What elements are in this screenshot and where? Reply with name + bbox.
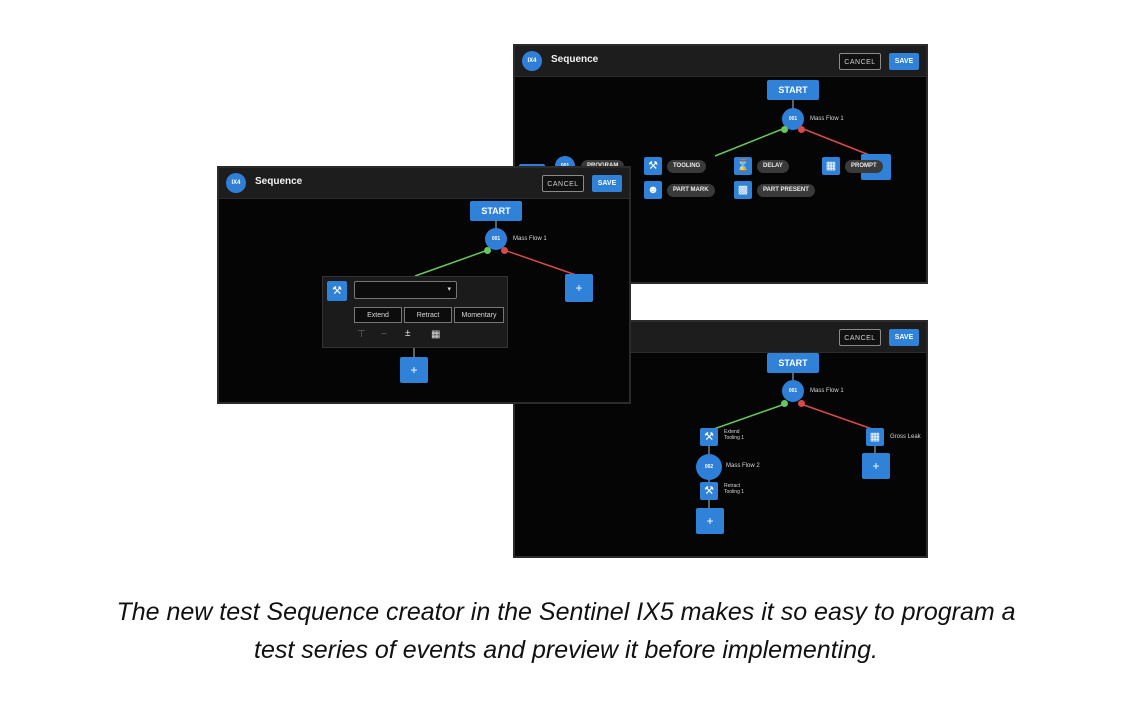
sequence-screenshot-tooling-config: IX4 Sequence CANCEL SAVE START 001 Mass …: [217, 166, 631, 404]
start-node[interactable]: START: [767, 80, 819, 100]
step-action: Extend: [724, 429, 740, 435]
step-retract-tooling: Retract Tooling 1: [724, 483, 744, 495]
option-part-mark[interactable]: PART MARK: [667, 184, 715, 197]
extend-option[interactable]: Extend: [354, 307, 402, 323]
hourglass-icon[interactable]: ⌛: [734, 157, 752, 175]
caption-line-1: The new test Sequence creator in the Sen…: [116, 598, 1016, 626]
node-label: Mass Flow 1: [513, 236, 547, 242]
pass-output-dot[interactable]: [484, 247, 491, 254]
add-step-button[interactable]: +: [400, 357, 428, 383]
connector-lines: [413, 221, 580, 358]
tools-icon[interactable]: ⚒: [700, 482, 718, 500]
start-node[interactable]: START: [767, 353, 819, 373]
caption: The new test Sequence creator in the Sen…: [0, 593, 1132, 669]
tooling-config-panel: ⚒ ▾ Extend Retract Momentary ⊤ − ± ▦: [322, 276, 508, 348]
part-mark-icon[interactable]: ☻: [644, 181, 662, 199]
part-present-icon[interactable]: ▩: [734, 181, 752, 199]
page-title: Sequence: [255, 176, 303, 187]
option-delay[interactable]: DELAY: [757, 160, 789, 173]
delete-icon[interactable]: ▦: [431, 329, 441, 340]
gross-leak-label: Gross Leak: [890, 434, 921, 440]
save-button[interactable]: SAVE: [592, 175, 622, 192]
mass-flow-node-1[interactable]: 001: [782, 380, 804, 402]
plus-minus-icon[interactable]: ±: [405, 328, 411, 339]
cancel-button[interactable]: CANCEL: [542, 175, 584, 192]
page-title: Sequence: [551, 54, 599, 65]
header-bar: IX4 Sequence CANCEL SAVE: [219, 168, 629, 199]
node-label-2: Mass Flow 2: [726, 463, 760, 469]
mass-flow-node[interactable]: 001: [782, 108, 804, 130]
option-part-present[interactable]: PART PRESENT: [757, 184, 815, 197]
option-tooling[interactable]: TOOLING: [667, 160, 707, 173]
tools-icon[interactable]: ⚒: [644, 157, 662, 175]
cancel-button[interactable]: CANCEL: [839, 329, 881, 346]
chevron-down-icon: ▾: [447, 286, 451, 293]
node-label: Mass Flow 1: [810, 116, 844, 122]
option-prompt[interactable]: PROMPT: [845, 160, 883, 173]
tooling-dropdown[interactable]: ▾: [354, 281, 457, 299]
add-step-button-right[interactable]: +: [565, 274, 593, 302]
cancel-button[interactable]: CANCEL: [839, 53, 881, 70]
pass-output-dot[interactable]: [781, 126, 788, 133]
pass-output-dot[interactable]: [781, 400, 788, 407]
save-button[interactable]: SAVE: [889, 329, 919, 346]
fail-output-dot[interactable]: [798, 126, 805, 133]
add-step-button-right[interactable]: +: [862, 453, 890, 479]
step-extend-tooling: Extend Tooling 1: [724, 429, 744, 441]
fail-output-dot[interactable]: [798, 400, 805, 407]
step-action: Retract: [724, 483, 741, 489]
step-target: Tooling 1: [724, 435, 745, 441]
tools-icon[interactable]: ⚒: [327, 281, 347, 301]
momentary-option[interactable]: Momentary: [454, 307, 504, 323]
device-badge: IX4: [522, 51, 542, 71]
start-node[interactable]: START: [470, 201, 522, 221]
move-top-icon[interactable]: ⊤: [357, 329, 366, 340]
add-step-button[interactable]: +: [696, 508, 724, 534]
save-button[interactable]: SAVE: [889, 53, 919, 70]
mass-flow-node-2[interactable]: 002: [696, 454, 722, 480]
step-target: Tooling 1: [724, 489, 745, 495]
caption-line-2: test series of events and preview it bef…: [254, 636, 878, 664]
prompt-icon[interactable]: ▦: [866, 428, 884, 446]
retract-option[interactable]: Retract: [404, 307, 452, 323]
mass-flow-node[interactable]: 001: [485, 228, 507, 250]
prompt-icon[interactable]: ▦: [822, 157, 840, 175]
node-label-1: Mass Flow 1: [810, 388, 844, 394]
device-badge: IX4: [226, 173, 246, 193]
header-bar: IX4 Sequence CANCEL SAVE: [515, 46, 926, 77]
tools-icon[interactable]: ⚒: [700, 428, 718, 446]
fail-output-dot[interactable]: [501, 247, 508, 254]
move-up-icon[interactable]: −: [381, 329, 387, 340]
